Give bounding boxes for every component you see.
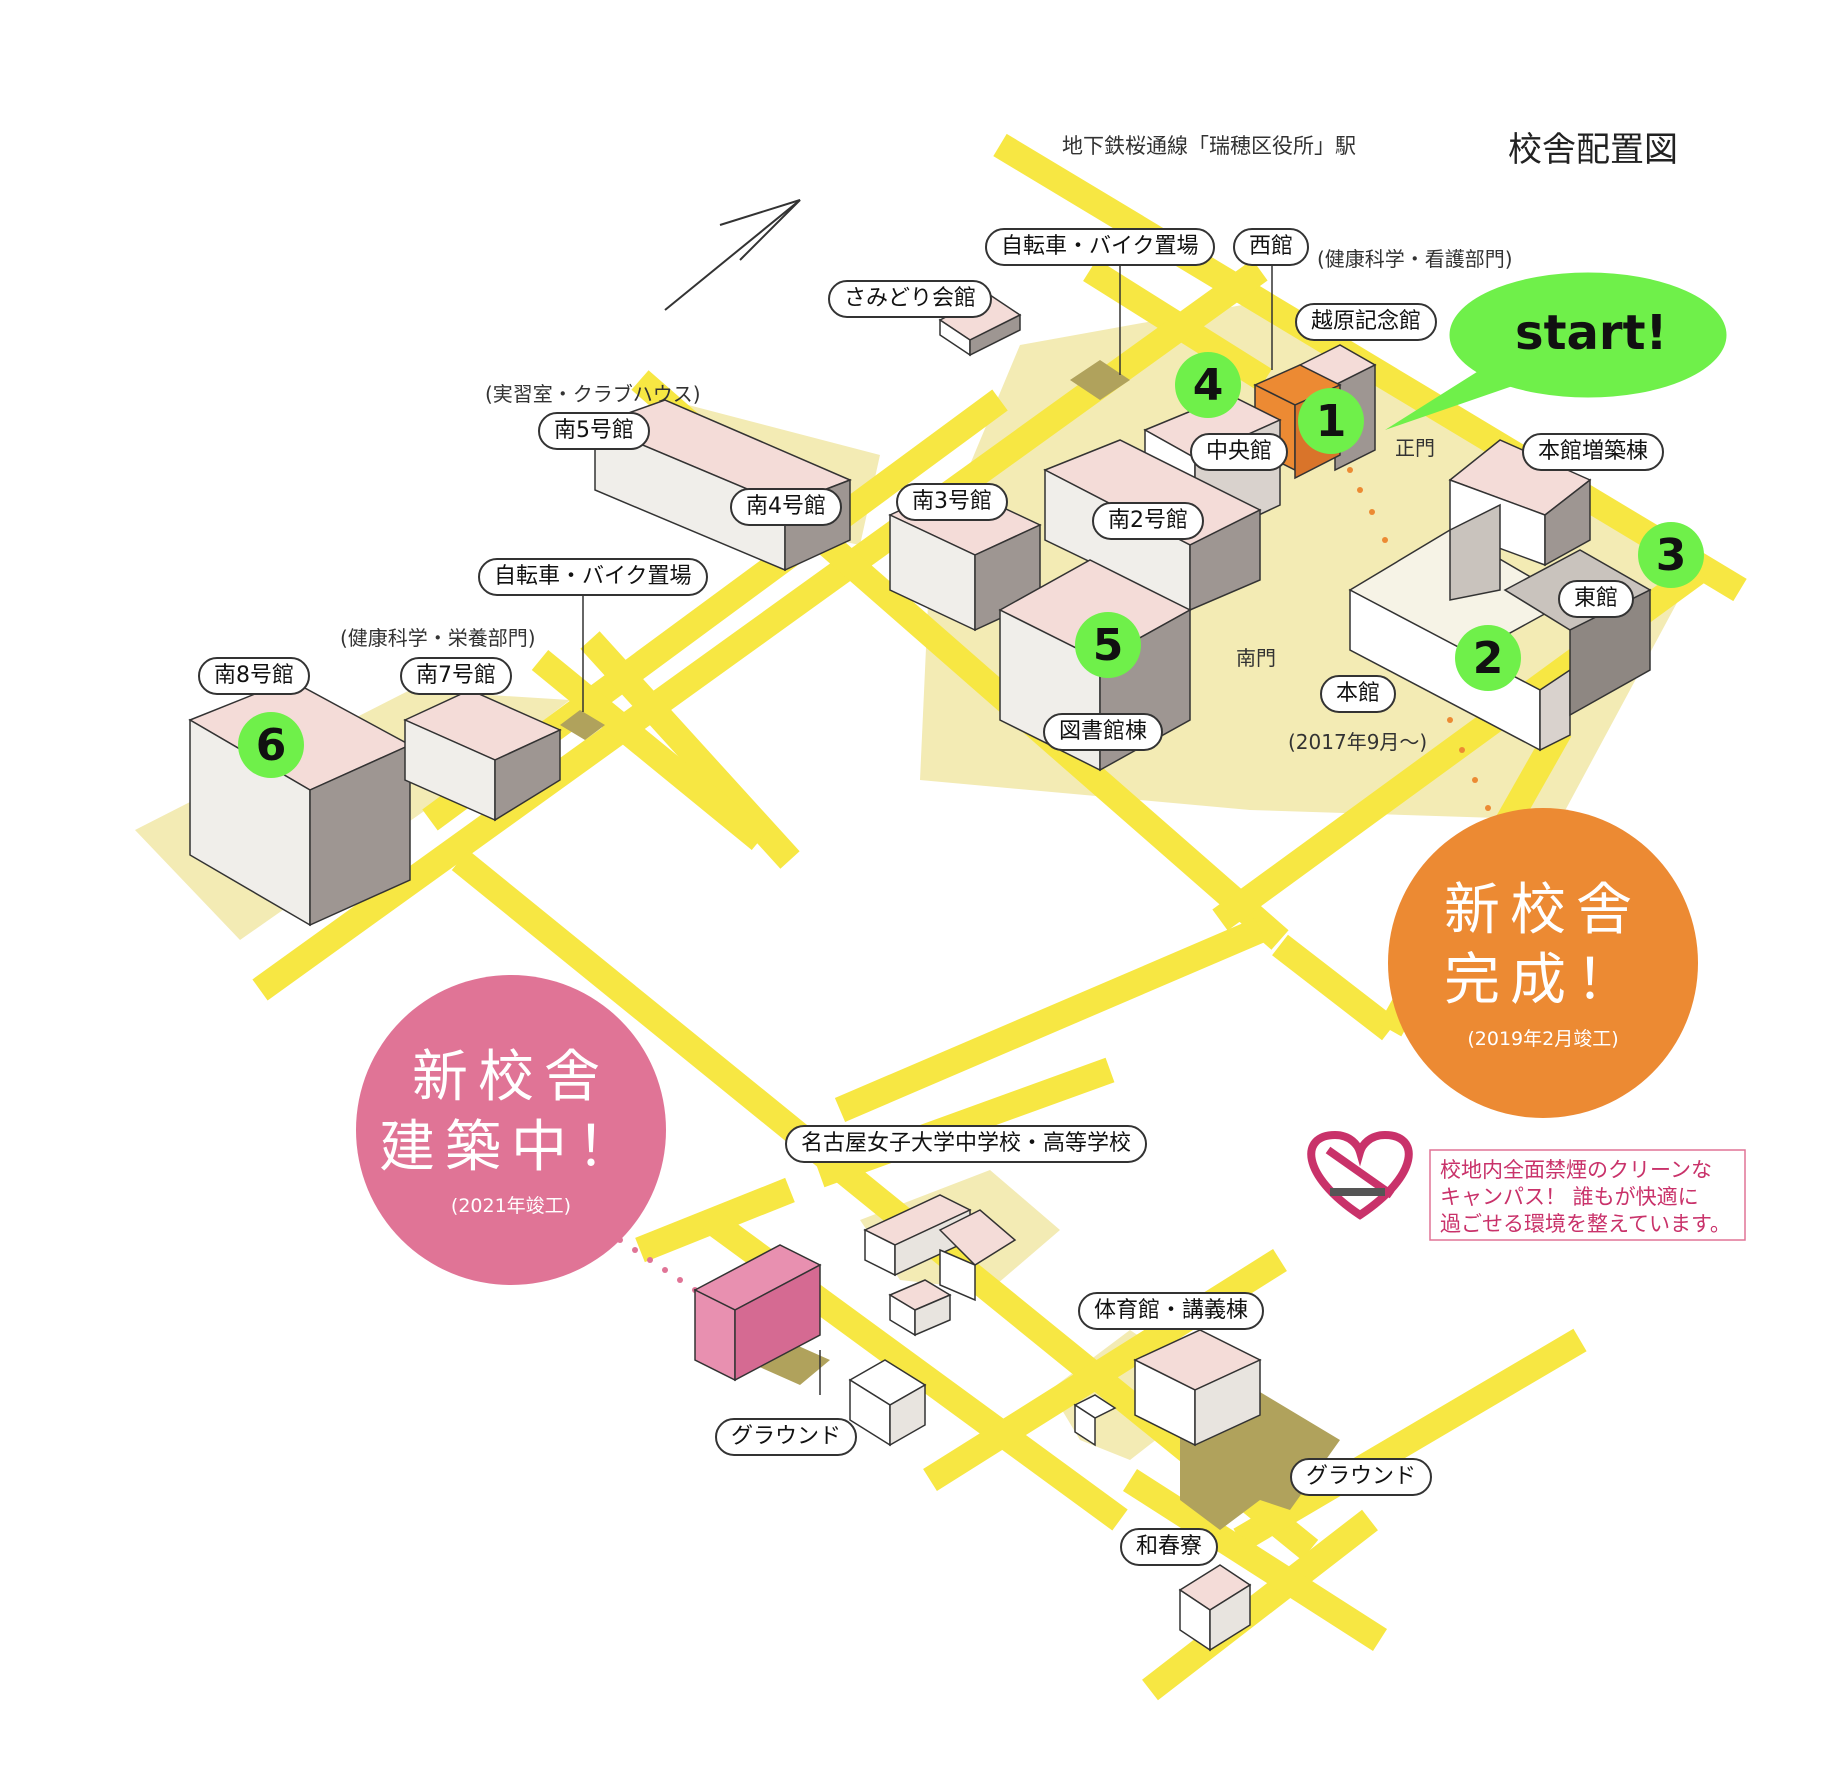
note-jisshu: (実習室・クラブハウス) bbox=[485, 382, 701, 406]
marker-2: 2 bbox=[1455, 625, 1521, 691]
orange-circle: 新校舎 完成！ (2019年2月竣工) bbox=[1388, 808, 1698, 1118]
note-eiyou: (健康科学・栄養部門) bbox=[340, 626, 536, 650]
marker-6: 6 bbox=[238, 712, 304, 778]
orange-note: (2019年2月竣工) bbox=[1467, 1027, 1619, 1050]
marker-5: 5 bbox=[1075, 612, 1141, 678]
marker-3: 3 bbox=[1638, 522, 1704, 588]
no-smoking-box bbox=[1307, 1130, 1746, 1241]
north-arrow-icon bbox=[664, 199, 801, 311]
pink-circle: 新校舎 建築中！ (2021年竣工) bbox=[356, 975, 666, 1285]
note-nishi: (健康科学・看護部門) bbox=[1317, 247, 1513, 271]
start-callout bbox=[1385, 272, 1727, 430]
leader-lines bbox=[582, 265, 1273, 1395]
no-smoking-line-3: 過ごせる環境を整えています。 bbox=[1440, 1212, 1731, 1236]
no-smoking-line-2: キャンパス！ 誰もが快適に bbox=[1440, 1185, 1699, 1209]
marker-4: 4 bbox=[1175, 352, 1241, 418]
label-minami7: 南7号館 bbox=[400, 657, 512, 695]
label-samidori: さみどり会館 bbox=[828, 280, 993, 318]
pink-line-1: 新校舎 bbox=[412, 1044, 610, 1110]
no-smoking-text: 校地内全面禁煙のクリーンな キャンパス！ 誰もが快適に 過ごせる環境を整えていま… bbox=[1440, 1157, 1731, 1238]
label-nanmon: 南門 bbox=[1236, 646, 1276, 670]
label-taiikukan: 体育館・講義棟 bbox=[1078, 1292, 1265, 1330]
marker-1: 1 bbox=[1298, 388, 1364, 454]
label-toshokan: 図書館棟 bbox=[1043, 713, 1164, 751]
label-minami8: 南8号館 bbox=[198, 657, 310, 695]
start-text: start! bbox=[1515, 305, 1668, 361]
label-honkan-zochiku: 本館増築棟 bbox=[1522, 433, 1665, 471]
label-seimon: 正門 bbox=[1395, 436, 1435, 460]
note-honkan: (2017年9月〜) bbox=[1288, 730, 1428, 754]
label-koshihara: 越原記念館 bbox=[1295, 303, 1438, 341]
label-higashi: 東館 bbox=[1558, 580, 1635, 618]
label-minami5: 南5号館 bbox=[538, 412, 650, 450]
pink-note: (2021年竣工) bbox=[450, 1194, 572, 1217]
label-minami4: 南4号館 bbox=[730, 488, 842, 526]
orange-line-1: 新校舎 bbox=[1444, 877, 1642, 943]
label-nishi-kan: 西館 bbox=[1233, 228, 1310, 266]
page-title: 校舎配置図 bbox=[1508, 130, 1678, 170]
label-washun: 和春寮 bbox=[1120, 1528, 1219, 1566]
orange-line-2: 完成！ bbox=[1444, 947, 1642, 1013]
label-ground-1: グラウンド bbox=[715, 1418, 858, 1456]
label-honkan: 本館 bbox=[1320, 675, 1397, 713]
label-ground-2: グラウンド bbox=[1290, 1458, 1433, 1496]
no-smoking-heart-icon bbox=[1307, 1130, 1413, 1220]
label-chuo: 中央館 bbox=[1190, 433, 1289, 471]
label-bike-parking-1: 自転車・バイク置場 bbox=[985, 228, 1215, 266]
no-smoking-line-1: 校地内全面禁煙のクリーンな bbox=[1440, 1158, 1712, 1182]
label-chugaku: 名古屋女子大学中学校・高等学校 bbox=[785, 1125, 1148, 1163]
pink-line-2: 建築中！ bbox=[379, 1114, 643, 1180]
label-bike-parking-2: 自転車・バイク置場 bbox=[478, 558, 708, 596]
station-label: 地下鉄桜通線「瑞穂区役所」駅 bbox=[1062, 134, 1356, 158]
label-minami2: 南2号館 bbox=[1092, 502, 1204, 540]
label-minami3: 南3号館 bbox=[896, 483, 1008, 521]
